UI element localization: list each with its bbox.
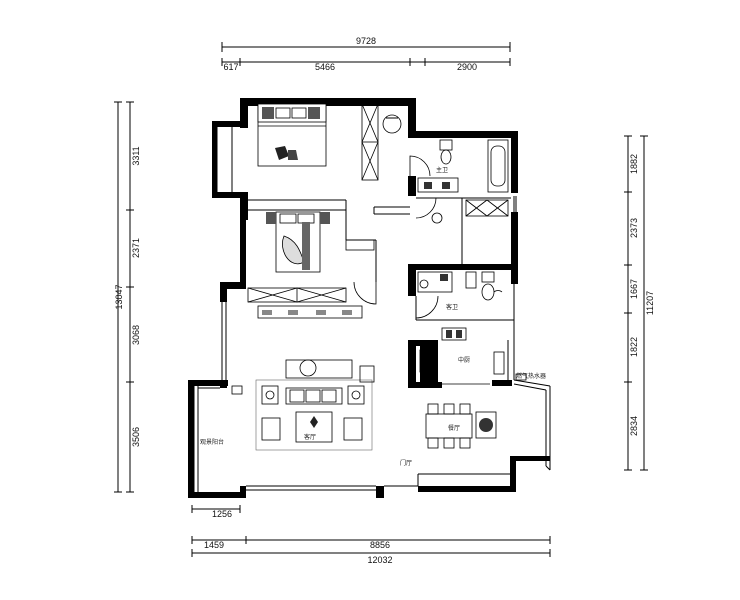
dim-left-seg-2: 2371 [131,238,141,258]
entry-cabinet [515,373,527,381]
living-cabinet [247,287,363,319]
dim-top-seg-2: 5466 [315,62,335,72]
dim-right-total: 11207 [645,291,655,315]
dim-top-seg-1: 617 [223,62,238,72]
bedroom-door-swing [353,281,377,305]
label-balcony: 观景阳台 [200,438,224,446]
label-living: 客厅 [304,433,316,441]
room-labels: 主卫 客卫 中厨 燃气热水器 观景阳台 客厅 餐厅 门厅 [200,166,546,467]
top-dimensions: 9728 617 5466 2900 [221,36,511,72]
closet-fixtures [431,199,509,224]
master-bed [257,103,327,167]
partitions [193,127,551,492]
kitchen-fixtures [419,327,505,385]
guest-bath-door-swing [415,295,439,319]
guest-bath-fixtures [417,271,503,301]
doors [353,114,439,319]
right-dimensions: 1882 2373 1667 1822 2834 11207 [624,135,655,471]
dim-right-seg-1: 1882 [629,154,639,174]
dim-right-seg-2: 2373 [629,218,639,238]
second-bed [266,211,330,273]
label-water-heater: 燃气热水器 [516,372,546,380]
left-dimensions: 13047 3311 2371 3068 3506 [114,101,141,493]
dim-left-seg-1: 3311 [131,146,141,165]
dim-top-seg-3: 2900 [457,62,477,72]
walls [188,98,550,498]
dim-left-seg-4: 3506 [131,427,141,447]
label-guest-bath: 客卫 [446,303,458,311]
label-kitchen: 中厨 [458,356,470,364]
master-wardrobe [361,103,379,181]
dim-bottom-total: 12032 [367,555,392,565]
dining-set [425,403,497,449]
dim-top-total: 9728 [356,36,376,46]
second-desk [345,239,375,251]
master-bath-door-swing [409,155,431,177]
dim-right-seg-3: 1667 [629,279,639,299]
master-bath-fixtures [417,139,509,193]
dim-bottom-seg-2: 8856 [370,540,390,550]
label-foyer: 门厅 [400,459,412,467]
column-circle [382,114,402,134]
dim-left-total: 13047 [114,284,124,309]
label-master-bath: 主卫 [436,166,448,174]
label-dining: 餐厅 [448,424,460,432]
dim-right-seg-5: 2834 [629,416,639,436]
dim-right-seg-4: 1822 [629,337,639,357]
dim-bottom-seg-1: 1459 [204,540,224,550]
living-sofa-set [231,359,375,451]
dim-bottom-small: 1256 [212,509,232,519]
bottom-dimensions: 1256 1459 8856 12032 [191,505,551,565]
dim-left-seg-3: 3068 [131,325,141,345]
closet-door-swing [415,197,437,219]
